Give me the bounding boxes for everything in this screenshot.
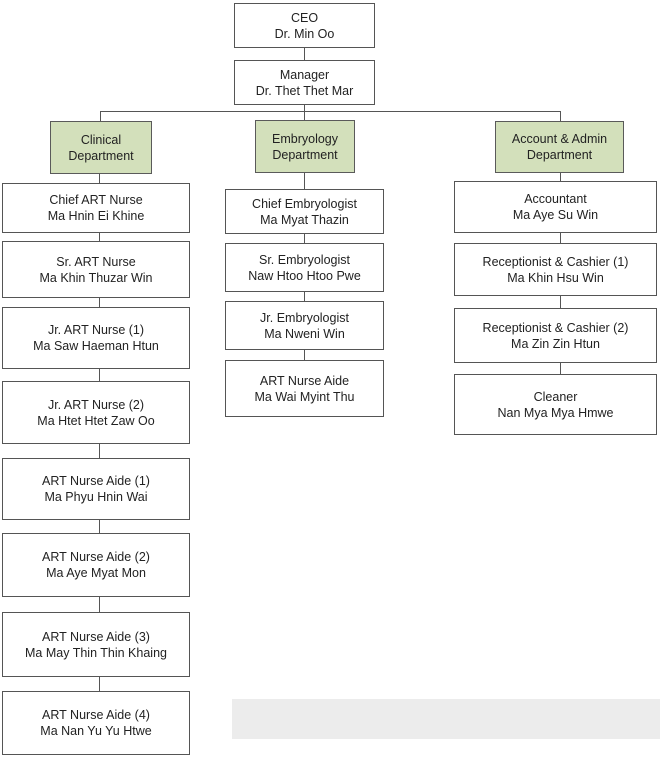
- staff-title: Cleaner: [533, 389, 578, 404]
- staff-name: Ma Nan Yu Yu Htwe: [40, 724, 152, 738]
- staff-box-sr-art-nurse: Sr. ART Nurse Ma Khin Thuzar Win: [2, 241, 190, 298]
- staff-title: Chief ART Nurse: [49, 193, 143, 207]
- staff-box-chief-embryologist: Chief Embryologist Ma Myat Thazin: [225, 189, 384, 234]
- department-label: Clinical: [80, 132, 122, 147]
- connector-department-bus: [100, 111, 560, 112]
- staff-name: Ma Phyu Hnin Wai: [44, 490, 148, 504]
- staff-title: Jr. ART Nurse (2): [47, 397, 145, 412]
- department-clinical: Clinical Department: [50, 121, 152, 174]
- staff-name: Ma Aye Myat Mon: [46, 566, 146, 580]
- staff-box-art-nurse-aide-3: ART Nurse Aide (3) Ma May Thin Thin Khai…: [2, 612, 190, 677]
- staff-box-jr-art-nurse-2: Jr. ART Nurse (2) Ma Htet Htet Zaw Oo: [2, 381, 190, 444]
- staff-box-jr-art-nurse-1: Jr. ART Nurse (1) Ma Saw Haeman Htun: [2, 307, 190, 369]
- connector-bus-clinical: [100, 111, 101, 122]
- staff-box-chief-art-nurse: Chief ART Nurse Ma Hnin Ei Khine: [2, 183, 190, 233]
- connector-manager-bus: [304, 104, 305, 112]
- staff-title: Accountant: [524, 192, 587, 206]
- staff-name: Ma Htet Htet Zaw Oo: [37, 413, 155, 428]
- staff-name: Ma May Thin Thin Khaing: [25, 645, 167, 660]
- staff-title: Receptionist & Cashier (1): [482, 254, 629, 269]
- staff-title: ART Nurse Aide (2): [42, 550, 150, 564]
- staff-name: Ma Aye Su Win: [512, 208, 599, 222]
- staff-title: Sr. ART Nurse: [56, 254, 136, 269]
- staff-box-jr-embryologist: Jr. Embryologist Ma Nweni Win: [225, 301, 384, 350]
- staff-box-art-nurse-aide-2: ART Nurse Aide (2) Ma Aye Myat Mon: [2, 533, 190, 597]
- staff-name: Ma Hnin Ei Khine: [47, 209, 145, 223]
- ceo-box: CEO Dr. Min Oo: [234, 3, 375, 48]
- department-label: Department: [68, 148, 134, 163]
- staff-name: Ma Nweni Win: [264, 326, 345, 341]
- staff-title: ART Nurse Aide (3): [42, 629, 150, 644]
- staff-box-sr-embryologist: Sr. Embryologist Naw Htoo Htoo Pwe: [225, 243, 384, 292]
- ceo-title: CEO: [290, 10, 319, 25]
- staff-box-accountant: Accountant Ma Aye Su Win: [454, 181, 657, 233]
- staff-title: ART Nurse Aide: [259, 373, 350, 388]
- department-embryology: Embryology Department: [255, 120, 355, 173]
- department-label: Account & Admin: [511, 132, 608, 146]
- staff-box-art-nurse-aide-1: ART Nurse Aide (1) Ma Phyu Hnin Wai: [2, 458, 190, 520]
- staff-box-embryology-nurse-aide: ART Nurse Aide Ma Wai Myint Thu: [225, 360, 384, 417]
- staff-name: Ma Khin Thuzar Win: [39, 270, 153, 285]
- staff-title: ART Nurse Aide (1): [42, 474, 150, 488]
- staff-name: Ma Wai Myint Thu: [254, 389, 355, 404]
- staff-box-receptionist-cashier-2: Receptionist & Cashier (2) Ma Zin Zin Ht…: [454, 308, 657, 363]
- staff-name: Ma Myat Thazin: [260, 212, 349, 227]
- department-label: Department: [272, 147, 338, 162]
- staff-box-cleaner: Cleaner Nan Mya Mya Hmwe: [454, 374, 657, 435]
- manager-title: Manager: [279, 67, 330, 82]
- staff-name: Ma Khin Hsu Win: [507, 270, 604, 285]
- staff-title: Chief Embryologist: [252, 196, 357, 211]
- staff-title: ART Nurse Aide (4): [42, 708, 150, 722]
- staff-title: Jr. ART Nurse (1): [47, 323, 145, 337]
- staff-name: Naw Htoo Htoo Pwe: [248, 268, 361, 283]
- staff-box-receptionist-cashier-1: Receptionist & Cashier (1) Ma Khin Hsu W…: [454, 243, 657, 296]
- connector-bus-account: [560, 111, 561, 122]
- staff-title: Jr. Embryologist: [260, 310, 349, 325]
- footer-bar: [232, 699, 660, 739]
- ceo-name: Dr. Min Oo: [274, 26, 335, 41]
- connector-ceo-manager: [304, 47, 305, 61]
- staff-title: Receptionist & Cashier (2): [482, 320, 629, 335]
- staff-name: Nan Mya Mya Hmwe: [497, 405, 614, 420]
- staff-title: Sr. Embryologist: [258, 252, 350, 267]
- connector-bus-embryology: [304, 111, 305, 121]
- department-label: Embryology: [272, 131, 338, 146]
- manager-name: Dr. Thet Thet Mar: [255, 83, 354, 98]
- department-account-admin: Account & Admin Department: [495, 121, 624, 173]
- staff-box-art-nurse-aide-4: ART Nurse Aide (4) Ma Nan Yu Yu Htwe: [2, 691, 190, 755]
- staff-name: Ma Zin Zin Htun: [511, 336, 600, 351]
- manager-box: Manager Dr. Thet Thet Mar: [234, 60, 375, 105]
- department-label: Department: [526, 148, 593, 162]
- staff-name: Ma Saw Haeman Htun: [33, 339, 159, 353]
